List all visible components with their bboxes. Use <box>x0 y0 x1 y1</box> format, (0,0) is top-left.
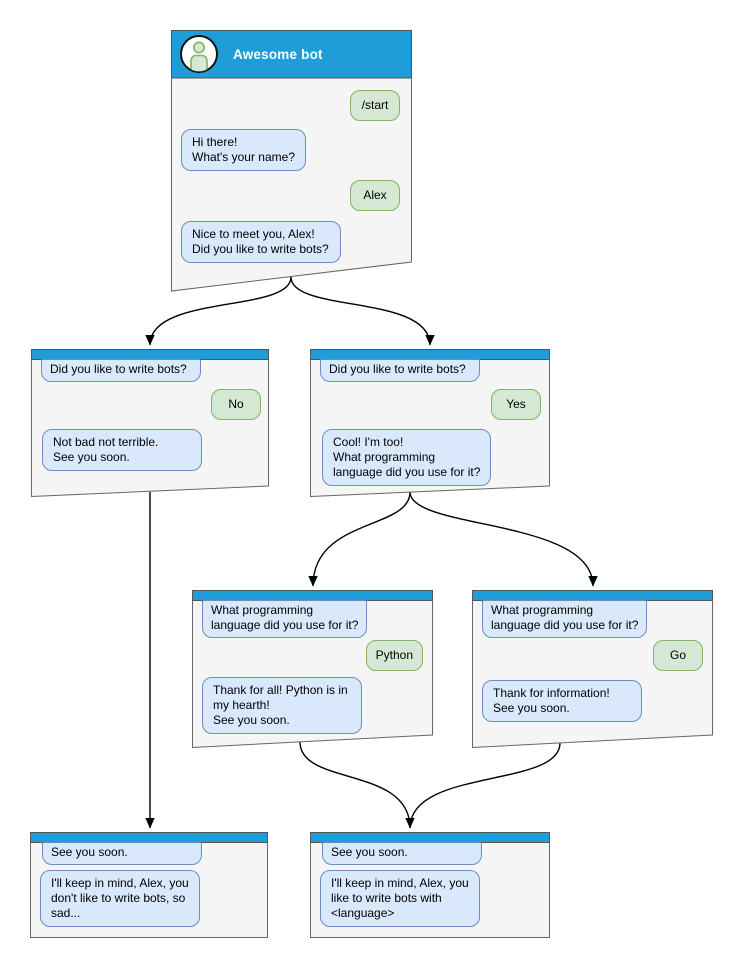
chat-window-branch-python: What programming language did you use fo… <box>192 590 433 748</box>
bot-message-bubble: What programming language did you use fo… <box>202 600 368 638</box>
bot-message-bubble: Hi there! What's your name? <box>181 129 307 171</box>
chat-window-final-no: See you soon. I'll keep in mind, Alex, y… <box>30 832 268 938</box>
chat-window-final-language: See you soon. I'll keep in mind, Alex, y… <box>310 832 550 938</box>
bot-message-bubble: Thank for all! Python is in my hearth! S… <box>202 677 362 734</box>
edge-go-to-final <box>409 742 561 829</box>
user-message-bubble: /start <box>350 90 400 121</box>
edge-yes-to-go <box>409 491 598 587</box>
bot-message-bubble: I'll keep in mind, Alex, you don't like … <box>40 870 200 927</box>
bot-message-bubble: What programming language did you use fo… <box>482 600 648 638</box>
user-message-bubble: Python <box>365 640 423 671</box>
chat-window-branch-no: Did you like to write bots? No Not bad n… <box>31 349 269 497</box>
edge-python-to-final <box>299 741 415 829</box>
bot-message-bubble: Not bad not terrible. See you soon. <box>42 429 202 471</box>
bot-message-bubble: Did you like to write bots? <box>320 359 480 382</box>
user-message-bubble: No <box>211 389 261 420</box>
bot-message-bubble: Nice to meet you, Alex! Did you like to … <box>181 221 341 263</box>
user-message-bubble: Yes <box>491 389 541 420</box>
chat-window-branch-yes: Did you like to write bots? Yes Cool! I'… <box>310 349 550 497</box>
bot-message-bubble: Cool! I'm too! What programming language… <box>322 429 492 486</box>
chat-window-awesome-bot: Awesome bot /start Hi there! What's your… <box>171 30 412 292</box>
user-message-bubble: Alex <box>350 180 400 211</box>
bot-avatar-icon <box>180 35 218 73</box>
bot-message-bubble: See you soon. <box>42 842 202 865</box>
bot-message-bubble: Thank for information! See you soon. <box>482 680 642 722</box>
bot-message-bubble: I'll keep in mind, Alex, you like to wri… <box>320 870 480 927</box>
chat-window-branch-go: What programming language did you use fo… <box>472 590 713 748</box>
user-message-bubble: Go <box>653 640 703 671</box>
bot-message-bubble: Did you like to write bots? <box>41 359 201 382</box>
window-title: Awesome bot <box>233 46 323 62</box>
bot-message-bubble: See you soon. <box>322 842 482 865</box>
edge-yes-to-python <box>308 491 411 587</box>
